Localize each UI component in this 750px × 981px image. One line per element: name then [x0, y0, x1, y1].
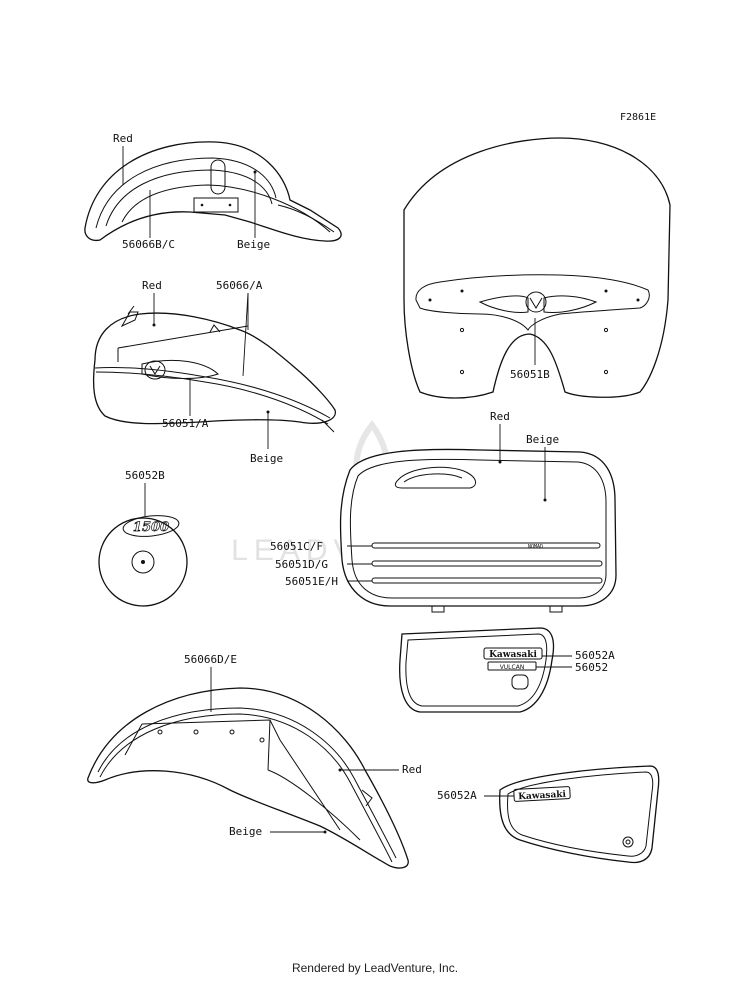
vulcan-badge: VULCAN: [500, 664, 525, 671]
side-cover-left: Kawasaki: [499, 765, 660, 864]
cover-red-label: Red: [490, 410, 510, 423]
front-fender-part-label: 56066D/E: [184, 653, 237, 666]
stripe-1-label: 56051C/F: [270, 540, 323, 553]
rear-fender-part-label: 56066B/C: [122, 238, 175, 251]
tank-part-bottom-label: 56051/A: [162, 417, 209, 430]
emblem-1500: 1500: [98, 515, 188, 607]
tank-part-top-label: 56066/A: [216, 279, 263, 292]
kawasaki-badge-right: Kawasaki: [489, 650, 537, 660]
stripe-3-label: 56051E/H: [285, 575, 338, 588]
figure-code: F2861E: [620, 112, 656, 123]
rear-fender-red-label: Red: [113, 132, 133, 145]
fuel-tank: [92, 305, 336, 433]
front-fender-red-label: Red: [402, 763, 422, 776]
stripe-2-label: 56051D/G: [275, 558, 328, 571]
footer-credit: Rendered by LeadVenture, Inc.: [291, 961, 459, 975]
side-left-part-label: 56052A: [437, 789, 477, 802]
saddlebag-cover: NOMAD: [339, 448, 617, 613]
windshield-part-label: 56051B: [510, 368, 550, 381]
tank-red-label: Red: [142, 279, 162, 292]
side-right-part-a-label: 56052A: [575, 649, 615, 662]
kawasaki-badge-left: Kawasaki: [518, 790, 567, 803]
nomad-text: NOMAD: [528, 544, 543, 550]
side-right-part-b-label: 56052: [575, 661, 608, 674]
cover-beige-label: Beige: [526, 433, 559, 446]
tank-beige-label: Beige: [250, 452, 283, 465]
rear-fender-beige-label: Beige: [237, 238, 270, 251]
emblem-part-label: 56052B: [125, 469, 165, 482]
emblem-1500-text: 1500: [133, 520, 169, 535]
rear-fender: [84, 141, 342, 242]
windshield: [403, 137, 671, 399]
front-fender-beige-label: Beige: [229, 825, 262, 838]
side-cover-right: Kawasaki VULCAN: [399, 627, 555, 713]
front-fender: [87, 687, 409, 869]
